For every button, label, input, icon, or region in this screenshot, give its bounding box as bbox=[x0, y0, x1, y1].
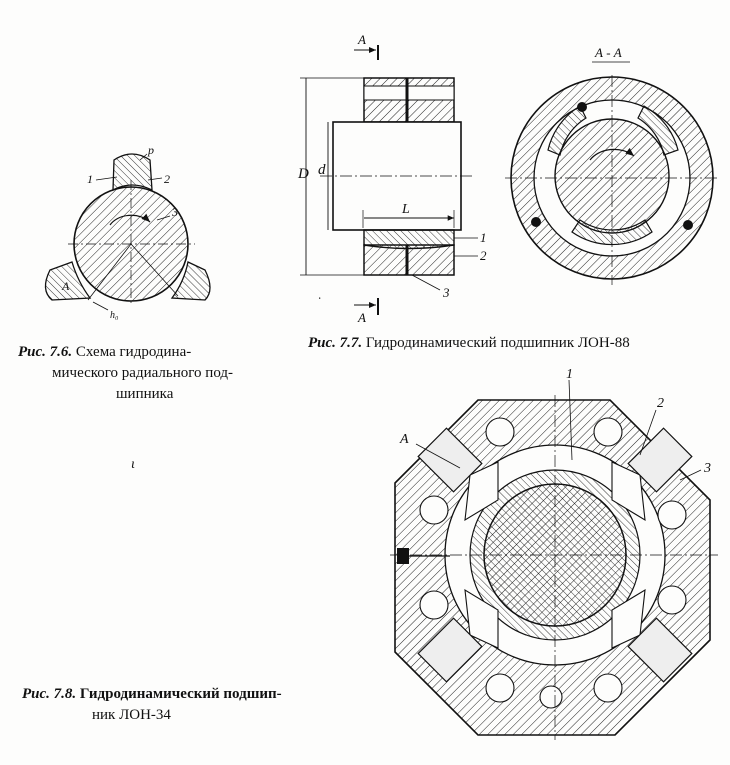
callout-3: 3 bbox=[703, 461, 711, 476]
callout-3: 3 bbox=[442, 285, 450, 300]
fig-7-6-diagram: р 1 2 3 A h₀ bbox=[44, 143, 211, 321]
dim-L: L bbox=[401, 202, 410, 217]
section-mark-top: А bbox=[357, 32, 366, 47]
callout-h0: h₀ bbox=[110, 310, 119, 321]
caption-prefix: Рис. 7.8. bbox=[22, 686, 77, 702]
callout-p: р bbox=[147, 143, 154, 157]
pad-top bbox=[112, 153, 153, 192]
caption-line2: мического радиального под- bbox=[52, 365, 234, 381]
caption-prefix: Рис. 7.6. bbox=[18, 344, 73, 360]
callout-a: А bbox=[399, 432, 409, 447]
callout-3: 3 bbox=[171, 205, 178, 219]
caption-line2: ник ЛОН-34 bbox=[92, 707, 171, 723]
caption-line3: шипника bbox=[116, 386, 174, 402]
dim-D: D bbox=[297, 166, 309, 182]
pad-left bbox=[44, 261, 92, 301]
fig-7-7-side-view: D d L А А 1 2 3 ∙ bbox=[297, 32, 487, 325]
caption-line1: Схема гидродина- bbox=[75, 344, 192, 360]
callout-2: 2 bbox=[480, 248, 487, 263]
callout-a: A bbox=[61, 279, 70, 293]
section-mark-bottom: А bbox=[357, 310, 366, 325]
caption-text: Гидродинамический подшипник ЛОН-88 bbox=[365, 335, 630, 351]
fig-7-6-caption: Рис. 7.6. Схема гидродина- мического рад… bbox=[18, 342, 258, 405]
section-title: А - А bbox=[594, 45, 622, 60]
callout-1: 1 bbox=[480, 230, 487, 245]
caption-prefix: Рис. 7.7. bbox=[308, 335, 363, 351]
fig-7-7-section: А - А bbox=[505, 45, 720, 285]
dim-d: d bbox=[318, 162, 326, 178]
stray-dot: ∙ bbox=[318, 291, 321, 305]
callout-2: 2 bbox=[657, 396, 664, 411]
pad-right bbox=[170, 261, 211, 301]
callout-1: 1 bbox=[566, 367, 573, 382]
stray-tick: ι bbox=[131, 457, 135, 472]
shaft-rect bbox=[332, 121, 462, 231]
caption-line1: Гидродинамический подшип- bbox=[79, 686, 282, 702]
fig-7-8-diagram: 1 2 3 А bbox=[390, 367, 718, 740]
fig-7-7-caption: Рис. 7.7. Гидродинамический подшипник ЛО… bbox=[308, 333, 718, 354]
callout-2: 2 bbox=[164, 172, 170, 186]
fig-7-8-caption: Рис. 7.8. Гидродинамический подшип- ник … bbox=[22, 684, 352, 726]
callout-1: 1 bbox=[87, 172, 93, 186]
